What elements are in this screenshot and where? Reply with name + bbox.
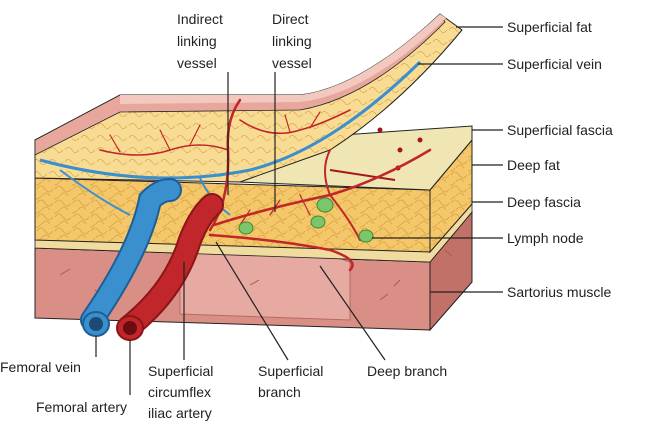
label-superficial-fascia: Superficial fascia xyxy=(507,122,613,138)
label-circumflex-2: circumflex xyxy=(148,384,211,400)
label-deep-branch: Deep branch xyxy=(367,363,447,379)
label-femoral-vein: Femoral vein xyxy=(0,359,81,375)
label-direct-1: Direct xyxy=(272,11,309,27)
arterial-network xyxy=(99,98,432,272)
label-indirect-1: Indirect xyxy=(177,11,223,27)
label-circumflex-1: Superficial xyxy=(148,363,213,379)
label-femoral-artery: Femoral artery xyxy=(36,399,127,415)
label-superficial-branch-1: Superficial xyxy=(258,363,323,379)
label-direct-3: vessel xyxy=(272,55,312,71)
label-superficial-branch-2: branch xyxy=(258,384,301,400)
label-superficial-fat: Superficial fat xyxy=(507,19,592,35)
label-superficial-vein: Superficial vein xyxy=(507,56,602,72)
leader-lines xyxy=(95,26,503,395)
label-lymph-node: Lymph node xyxy=(507,230,584,246)
label-deep-fat: Deep fat xyxy=(507,157,560,173)
label-direct-2: linking xyxy=(272,33,312,49)
label-sartorius: Sartorius muscle xyxy=(507,284,611,300)
label-indirect-3: vessel xyxy=(177,55,217,71)
label-indirect-2: linking xyxy=(177,33,217,49)
label-deep-fascia: Deep fascia xyxy=(507,194,581,210)
skin-flap xyxy=(34,13,463,183)
superficial-vein-vessel xyxy=(39,60,422,180)
label-circumflex-3: iliac artery xyxy=(148,405,212,421)
femoral-vessels xyxy=(80,178,224,341)
